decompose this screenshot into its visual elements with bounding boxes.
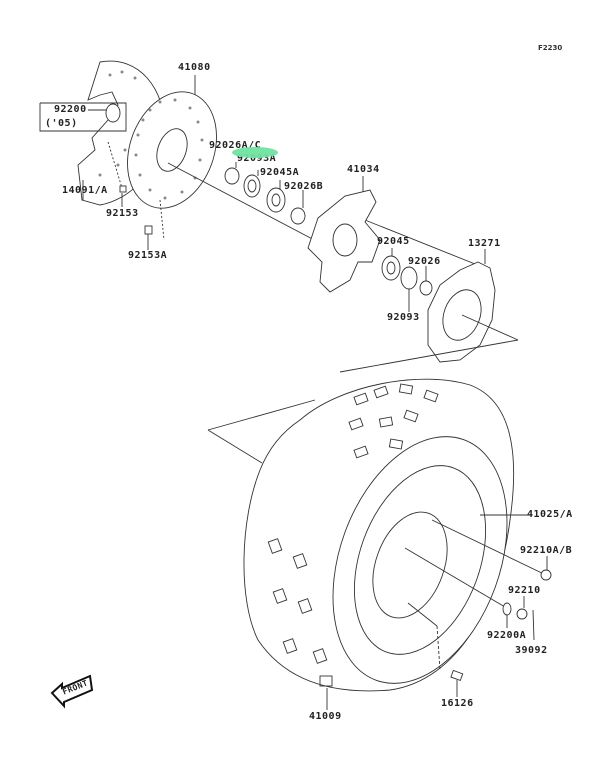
part-label-92026B[interactable]: 92026B [284, 181, 324, 192]
wheel-41025-part[interactable] [301, 412, 539, 707]
part-label-92093A[interactable]: 92093A [237, 153, 277, 164]
part-label-92153A[interactable]: 92153A [128, 250, 168, 261]
valve-16126-part[interactable] [450, 669, 464, 682]
collar-92026AC-part[interactable] [224, 167, 240, 185]
part-label-92210[interactable]: 92210 [508, 585, 541, 596]
part-label-92045[interactable]: 92045 [377, 236, 410, 247]
part-label-39092[interactable]: 39092 [515, 645, 548, 656]
part-label-92210AB[interactable]: 92210A/B [520, 545, 573, 556]
seal-92093-part[interactable] [400, 266, 418, 290]
bearing-92045A-part[interactable] [266, 187, 286, 213]
washer-92200A-part[interactable] [502, 602, 512, 616]
screw-92153-part[interactable] [119, 185, 127, 193]
part-label-92200A[interactable]: 92200A [487, 630, 527, 641]
part-label-92026[interactable]: 92026 [408, 256, 441, 267]
collar-92026-part[interactable] [419, 280, 433, 296]
part-label-41080[interactable]: 41080 [178, 62, 211, 73]
collar-92026B-part[interactable] [290, 207, 306, 225]
screw-92153A-part[interactable] [144, 225, 153, 235]
nut-92210AB-part[interactable] [540, 569, 552, 581]
disc-holes [98, 70, 204, 200]
figure-code: F2230 [538, 44, 563, 52]
part-label-92200[interactable]: 92200 [54, 104, 87, 115]
part-label-13271[interactable]: 13271 [468, 238, 501, 249]
part-label-14091[interactable]: 14091/A [62, 185, 108, 196]
part-label-92093[interactable]: 92093 [387, 312, 420, 323]
part-label-92045A[interactable]: 92045A [260, 167, 300, 178]
hub-41034-part[interactable] [307, 189, 381, 293]
cotter-pin-39092-part[interactable] [532, 609, 535, 641]
part-label-41009[interactable]: 41009 [309, 711, 342, 722]
plate-13271-part[interactable] [427, 261, 496, 363]
part-label-92153[interactable]: 92153 [106, 208, 139, 219]
part-label-16126[interactable]: 16126 [441, 698, 474, 709]
leader-lines [39, 75, 548, 710]
tire-tread [267, 383, 439, 687]
part-note-92200: ('05) [45, 118, 78, 129]
part-label-41034[interactable]: 41034 [347, 164, 380, 175]
seal-92093A-part[interactable] [243, 174, 261, 198]
nut-92210-part[interactable] [516, 608, 528, 620]
part-highlight-92093A [232, 147, 278, 158]
bearing-92045-part[interactable] [381, 255, 401, 281]
front-arrow-icon [50, 674, 94, 709]
part-label-41025A[interactable]: 41025/A [527, 509, 573, 520]
nut-92200-part[interactable] [105, 103, 121, 123]
part-label-92026AC[interactable]: 92026A/C [209, 140, 262, 151]
